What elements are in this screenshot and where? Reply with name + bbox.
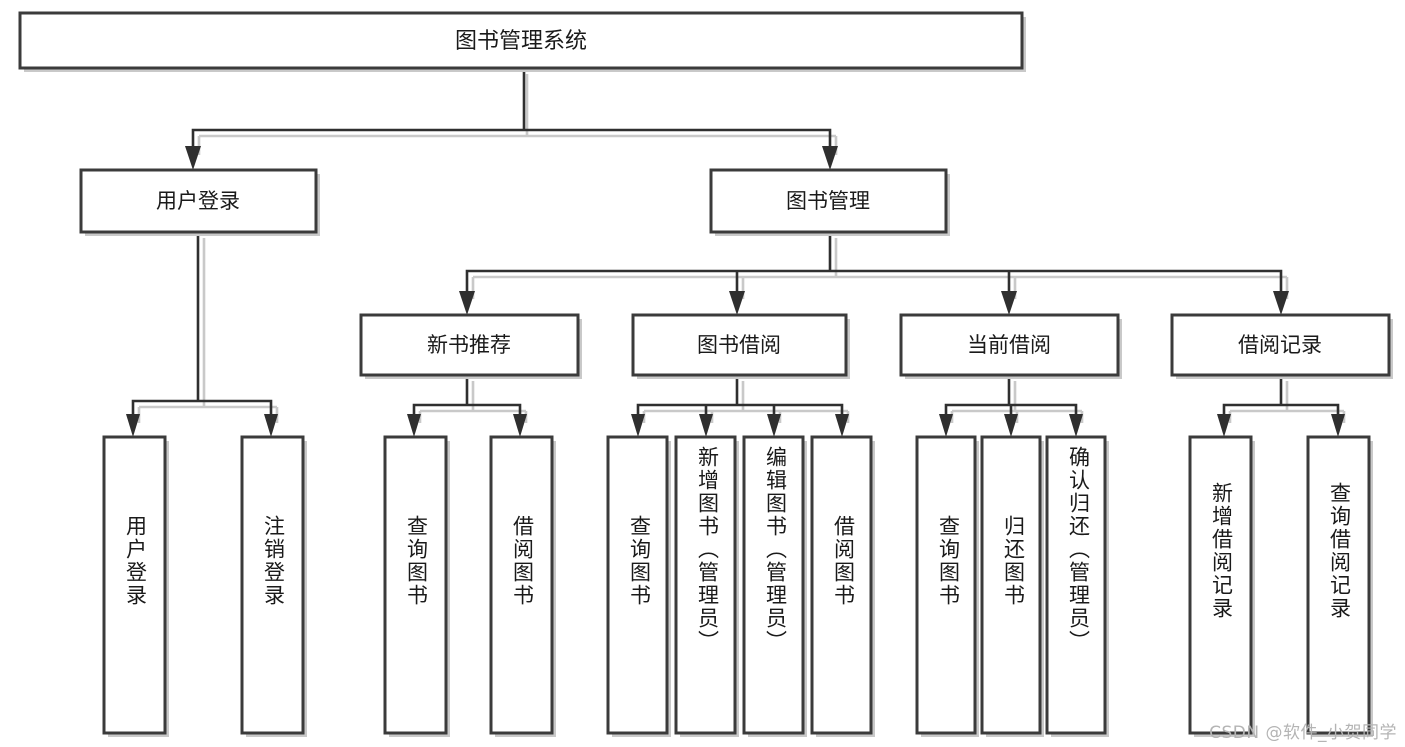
arrow-to-leaf-confirm-return <box>1069 414 1083 437</box>
node-book-manage[interactable]: 图书管理 <box>709 168 950 236</box>
connector-root-to-level2 <box>191 66 832 154</box>
leaf-node-query-book-3[interactable] <box>915 435 979 737</box>
leaf-node-user-login[interactable] <box>102 435 169 737</box>
leaf-node-return-book[interactable] <box>980 435 1044 737</box>
leaf-query-book-1-box[interactable] <box>383 435 448 735</box>
leaf-node-confirm-return[interactable] <box>1045 435 1109 737</box>
connector-book-borrow-to-leaves <box>636 373 844 422</box>
connector-shadow-user-login <box>137 238 279 423</box>
leaf-node-query-book-2[interactable] <box>606 435 671 737</box>
leaf-add-book-box[interactable] <box>674 435 737 735</box>
leaf-borrow-book-1-box[interactable] <box>489 435 554 735</box>
node-new-book-recommend[interactable]: 新书推荐 <box>359 313 582 379</box>
arrow-to-leaf-logout <box>264 414 278 437</box>
node-user-login-label: 用户登录 <box>156 189 240 213</box>
node-book-borrow-box[interactable] <box>631 313 848 377</box>
node-current-borrow-box[interactable] <box>899 313 1120 377</box>
node-book-manage-box[interactable] <box>709 168 948 234</box>
arrow-to-leaf-user-login <box>126 414 140 437</box>
node-book-borrow[interactable]: 图书借阅 <box>631 313 850 379</box>
arrow-to-leaf-add-record <box>1217 414 1231 437</box>
leaf-edit-book-box[interactable] <box>742 435 805 735</box>
leaf-query-record-box[interactable] <box>1306 435 1371 735</box>
connector-shadow-book-manage <box>471 238 1289 299</box>
leaf-node-query-book-1[interactable] <box>383 435 450 737</box>
leaf-user-login-box[interactable] <box>102 435 167 735</box>
arrow-to-leaf-query-book-1 <box>407 414 421 437</box>
leaf-node-logout[interactable] <box>240 435 307 737</box>
leaf-node-query-record[interactable] <box>1306 435 1373 737</box>
connector-book-manage-to-level3 <box>465 230 1283 298</box>
connector-layer <box>126 66 1346 437</box>
node-root[interactable]: 图书管理系统 <box>18 11 1026 72</box>
node-borrow-record-box[interactable] <box>1170 313 1391 377</box>
connector-user-login-to-leaves <box>131 230 273 422</box>
node-borrow-record[interactable]: 借阅记录 <box>1170 313 1393 379</box>
leaf-node-edit-book[interactable] <box>742 435 807 737</box>
node-book-borrow-label: 图书借阅 <box>697 333 781 357</box>
connector-shadow-new-book <box>418 381 528 423</box>
leaf-query-book-2-box[interactable] <box>606 435 669 735</box>
node-new-book-recommend-label: 新书推荐 <box>427 333 511 357</box>
leaf-add-record-box[interactable] <box>1188 435 1253 735</box>
node-current-borrow-label: 当前借阅 <box>967 333 1051 357</box>
node-new-book-recommend-box[interactable] <box>359 313 580 377</box>
arrow-to-leaf-add-book <box>699 414 713 437</box>
arrow-to-leaf-return-book <box>1004 414 1018 437</box>
arrow-to-leaf-edit-book <box>767 414 781 437</box>
arrow-to-borrow-record <box>1273 291 1289 315</box>
connector-shadow-borrow-record <box>1228 381 1346 423</box>
leaf-borrow-book-2-box[interactable] <box>810 435 873 735</box>
leaf-node-borrow-book-2[interactable] <box>810 435 875 737</box>
arrow-to-leaf-borrow-book-1 <box>513 414 527 437</box>
leaf-logout-box[interactable] <box>240 435 305 735</box>
leaf-node-add-record[interactable] <box>1188 435 1255 737</box>
connector-current-borrow-to-leaves <box>944 373 1078 422</box>
arrow-to-new-book-recommend <box>459 291 475 315</box>
arrow-to-book-manage <box>822 146 838 170</box>
node-book-manage-label: 图书管理 <box>786 189 870 213</box>
arrow-to-current-borrow <box>1001 291 1017 315</box>
leaf-return-book-box[interactable] <box>980 435 1042 735</box>
leaf-node-borrow-book-1[interactable] <box>489 435 556 737</box>
leaf-node-add-book[interactable] <box>674 435 739 737</box>
arrow-to-leaf-query-book-3 <box>939 414 953 437</box>
node-current-borrow[interactable]: 当前借阅 <box>899 313 1122 379</box>
connector-shadow-root <box>197 74 838 155</box>
node-user-login-box[interactable] <box>79 168 318 234</box>
arrow-to-leaf-borrow-book-2 <box>835 414 849 437</box>
csdn-watermark: CSDN @软件_小贺同学 <box>1209 723 1397 743</box>
node-borrow-record-label: 借阅记录 <box>1238 333 1322 357</box>
leaf-query-book-3-box[interactable] <box>915 435 977 735</box>
arrow-to-user-login <box>185 146 201 170</box>
connector-borrow-record-to-leaves <box>1222 373 1340 422</box>
node-user-login[interactable]: 用户登录 <box>79 168 320 236</box>
connector-new-book-to-leaves <box>412 373 522 422</box>
node-root-label: 图书管理系统 <box>455 29 587 54</box>
connector-shadow-book-borrow <box>642 381 850 423</box>
arrow-to-leaf-query-book-2 <box>631 414 645 437</box>
arrow-to-leaf-query-record <box>1331 414 1345 437</box>
arrow-to-book-borrow <box>729 291 745 315</box>
leaf-confirm-return-box[interactable] <box>1045 435 1107 735</box>
node-root-box[interactable] <box>18 11 1024 70</box>
